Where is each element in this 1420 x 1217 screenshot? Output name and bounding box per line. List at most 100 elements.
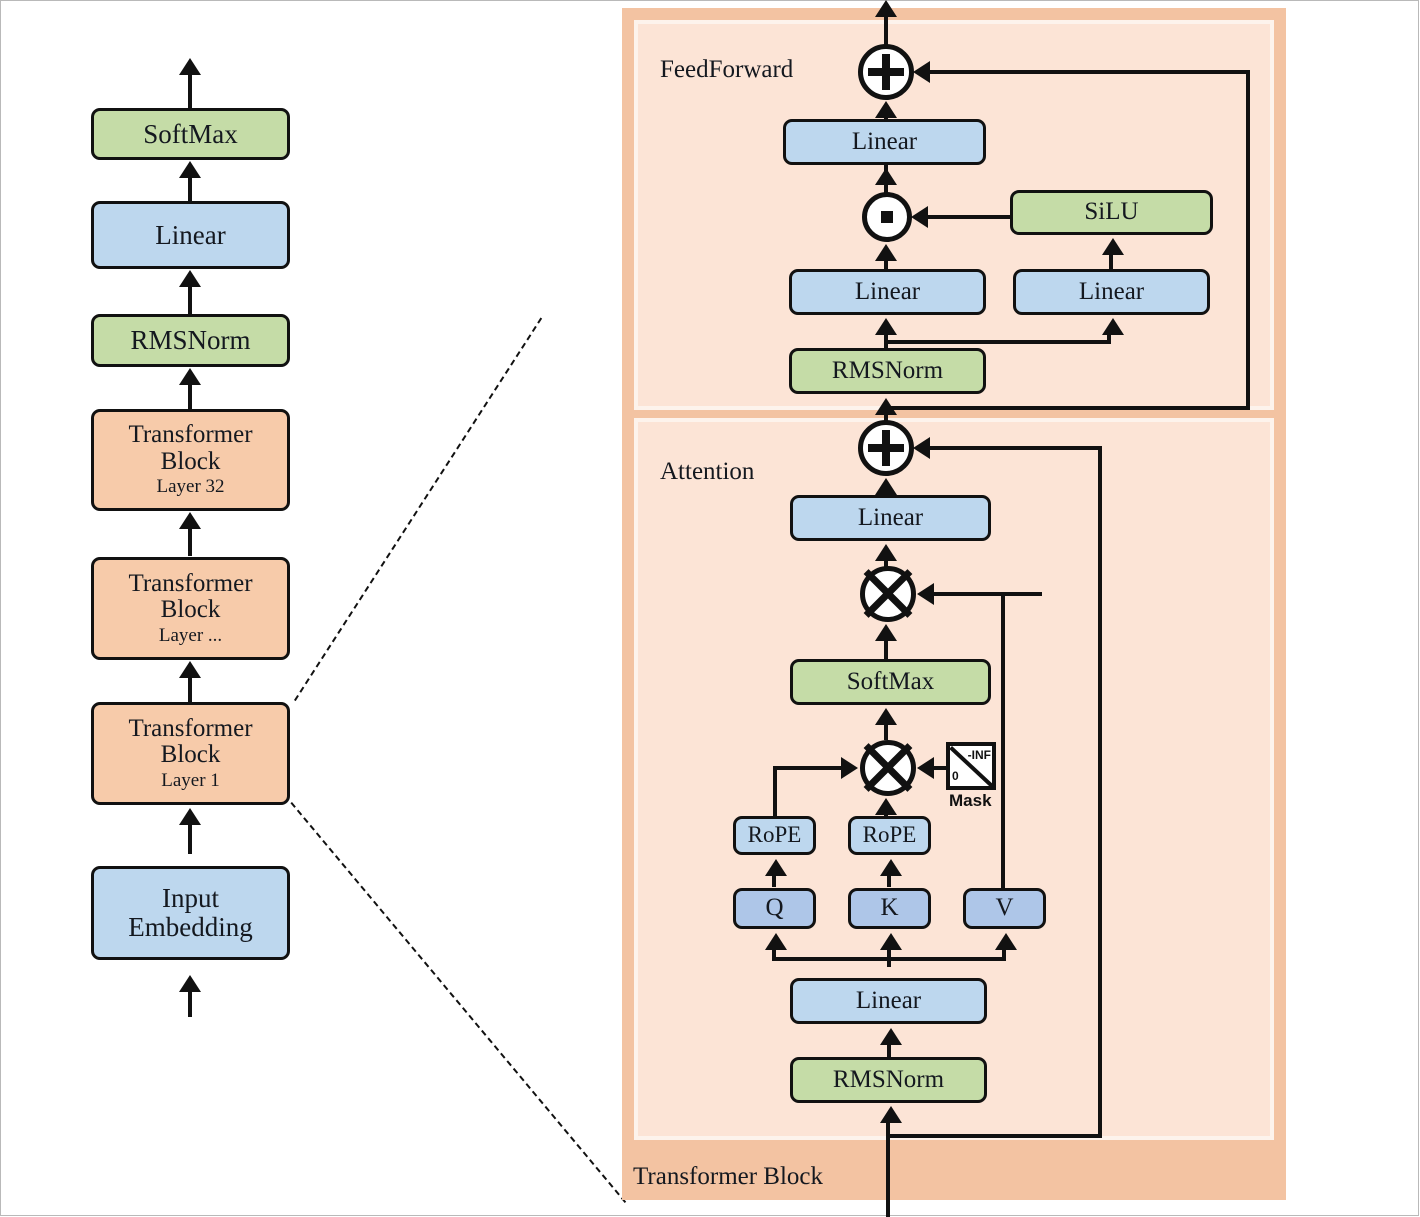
connector-gatelinear-to-dot xyxy=(884,258,888,272)
stack-input-arrowhead xyxy=(179,975,201,992)
arrowhead-k-in xyxy=(880,933,902,950)
ff-silu-label: SiLU xyxy=(1084,198,1139,226)
arrowhead-ctxmul-in-bottom xyxy=(875,624,897,641)
attention-k[interactable]: K xyxy=(848,888,931,929)
connector-uplinear-to-silu xyxy=(1109,252,1113,270)
ff-output-linear[interactable]: Linear xyxy=(783,119,986,165)
stack-block-label-line2: Embedding xyxy=(128,912,253,942)
attention-label: Attention xyxy=(660,458,755,485)
stack-block-rmsnorm[interactable]: RMSNorm xyxy=(91,314,290,367)
attention-output-linear[interactable]: Linear xyxy=(790,495,991,541)
ff-silu[interactable]: SiLU xyxy=(1010,190,1213,235)
ff-output-linear-label: Linear xyxy=(851,127,918,155)
attention-rope-k-label: RoPE xyxy=(862,822,917,848)
attention-rope-q[interactable]: RoPE xyxy=(733,816,816,855)
arrowhead-scoremul-in-bottom xyxy=(875,798,897,815)
ff-rmsnorm[interactable]: RMSNorm xyxy=(789,348,986,394)
arrowhead-silu-in xyxy=(1102,238,1124,255)
stack-block-transformer-layer-32[interactable]: Transformer Block Layer 32 xyxy=(91,409,290,511)
attention-qkv-linear-label: Linear xyxy=(855,986,922,1014)
stack-block-sublabel: Layer 1 xyxy=(161,769,220,791)
connector-rmsnorm-in xyxy=(188,382,192,412)
stack-input-line xyxy=(188,989,192,1017)
stack-block-input-embedding[interactable]: Input Embedding xyxy=(91,866,290,960)
attention-k-label: K xyxy=(880,894,899,922)
transformer-block-panel-label: Transformer Block xyxy=(633,1163,824,1190)
attention-v[interactable]: V xyxy=(963,888,1046,929)
arrowhead-ctxmul-in-right xyxy=(917,583,934,605)
arrowhead-rmsnorm-in xyxy=(179,368,201,385)
connector-layer1-in xyxy=(188,822,192,854)
stack-block-transformer-layer-ellipsis[interactable]: Transformer Block Layer ... xyxy=(91,557,290,660)
stack-block-label: SoftMax xyxy=(143,118,238,149)
connector-qkv-fanout xyxy=(772,957,1006,961)
transformer-block-input-line xyxy=(886,1120,890,1217)
connector-ctxmul-to-linear xyxy=(884,558,888,568)
connector-softmax-to-ctxmul xyxy=(884,638,888,660)
ff-up-linear[interactable]: Linear xyxy=(1013,269,1210,315)
stack-block-label-line2: Block xyxy=(160,741,221,769)
connector-ropeq-horizontal xyxy=(773,766,841,770)
attn-residual-vertical xyxy=(1098,446,1102,1138)
arrowhead-ropeq-in xyxy=(765,859,787,876)
stack-block-softmax[interactable]: SoftMax xyxy=(91,108,290,160)
attention-q[interactable]: Q xyxy=(733,888,816,929)
feedforward-add-op[interactable] xyxy=(858,44,914,100)
attention-rope-k[interactable]: RoPE xyxy=(848,816,931,855)
arrowhead-attnlinear-in xyxy=(875,544,897,561)
arrowhead-layer1-in xyxy=(179,808,201,825)
stack-block-label: RMSNorm xyxy=(130,325,251,356)
dot-product-icon xyxy=(881,211,893,223)
connector-ropeq-vertical xyxy=(773,766,777,816)
stack-block-label-line2: Block xyxy=(160,596,221,624)
stack-output-line xyxy=(188,72,192,110)
attention-q-label: Q xyxy=(765,894,784,922)
attention-rmsnorm[interactable]: RMSNorm xyxy=(790,1057,987,1103)
arrowhead-layer32-in xyxy=(179,512,201,529)
arrowhead-qkvlinear-in xyxy=(880,1028,902,1045)
plus-icon-vertical xyxy=(882,430,890,466)
connector-ffnorm-fanout xyxy=(884,340,1111,344)
attention-v-label: V xyxy=(995,894,1014,922)
stack-block-linear[interactable]: Linear xyxy=(91,201,290,269)
arrowhead-ropek-in xyxy=(880,859,902,876)
ff-gate-linear[interactable]: Linear xyxy=(789,269,986,315)
connector-v-to-ctxmul-horizontal xyxy=(934,592,1042,596)
mask-lower-value: 0 xyxy=(952,769,959,783)
connector-v-to-ctxmul-vertical xyxy=(1001,592,1005,888)
attn-residual-arrowhead xyxy=(913,437,930,459)
ff-residual-horizontal xyxy=(930,70,1250,74)
stack-block-label-line1: Transformer xyxy=(128,421,253,449)
attention-qkv-linear[interactable]: Linear xyxy=(790,978,987,1024)
connector-ff-add-stub xyxy=(884,115,888,121)
connector-k-to-ropek xyxy=(887,873,891,887)
stack-block-transformer-layer-1[interactable]: Transformer Block Layer 1 xyxy=(91,702,290,805)
connector-mask-to-scoremul xyxy=(930,766,948,770)
arrowhead-dot-in-right xyxy=(911,206,928,228)
connector-layer32-in xyxy=(188,526,192,556)
stack-block-label-line1: Transformer xyxy=(128,569,253,597)
stack-output-arrowhead xyxy=(179,58,201,75)
attention-mask-icon: -INF 0 xyxy=(946,742,996,790)
stack-block-sublabel: Layer 32 xyxy=(156,476,225,498)
attention-softmax-label: SoftMax xyxy=(846,667,935,695)
arrowhead-ff-add-in xyxy=(875,101,897,118)
attention-softmax[interactable]: SoftMax xyxy=(790,659,991,705)
arrowhead-gatelinear-in xyxy=(875,318,897,335)
connector-ffnorm-up-right xyxy=(1107,332,1111,344)
stack-block-sublabel: Layer ... xyxy=(158,624,223,646)
connector-attnlinear-to-add xyxy=(884,492,888,497)
connector-softmax-in xyxy=(188,175,192,205)
arrowhead-attn-add-in xyxy=(875,478,897,495)
arrowhead-scoremul-in-right xyxy=(917,757,934,779)
attn-residual-tap xyxy=(888,1134,1102,1138)
connector-ropek-to-scoremul xyxy=(884,812,888,816)
arrowhead-v-in xyxy=(995,933,1017,950)
stack-block-label: Linear xyxy=(155,219,226,250)
attention-rope-q-label: RoPE xyxy=(747,822,802,848)
arrowhead-softmax-in xyxy=(179,161,201,178)
connector-silu-to-dot xyxy=(928,215,1010,219)
arrowhead-ffnorm-in xyxy=(875,398,897,415)
ff-gate-linear-label: Linear xyxy=(854,277,921,305)
